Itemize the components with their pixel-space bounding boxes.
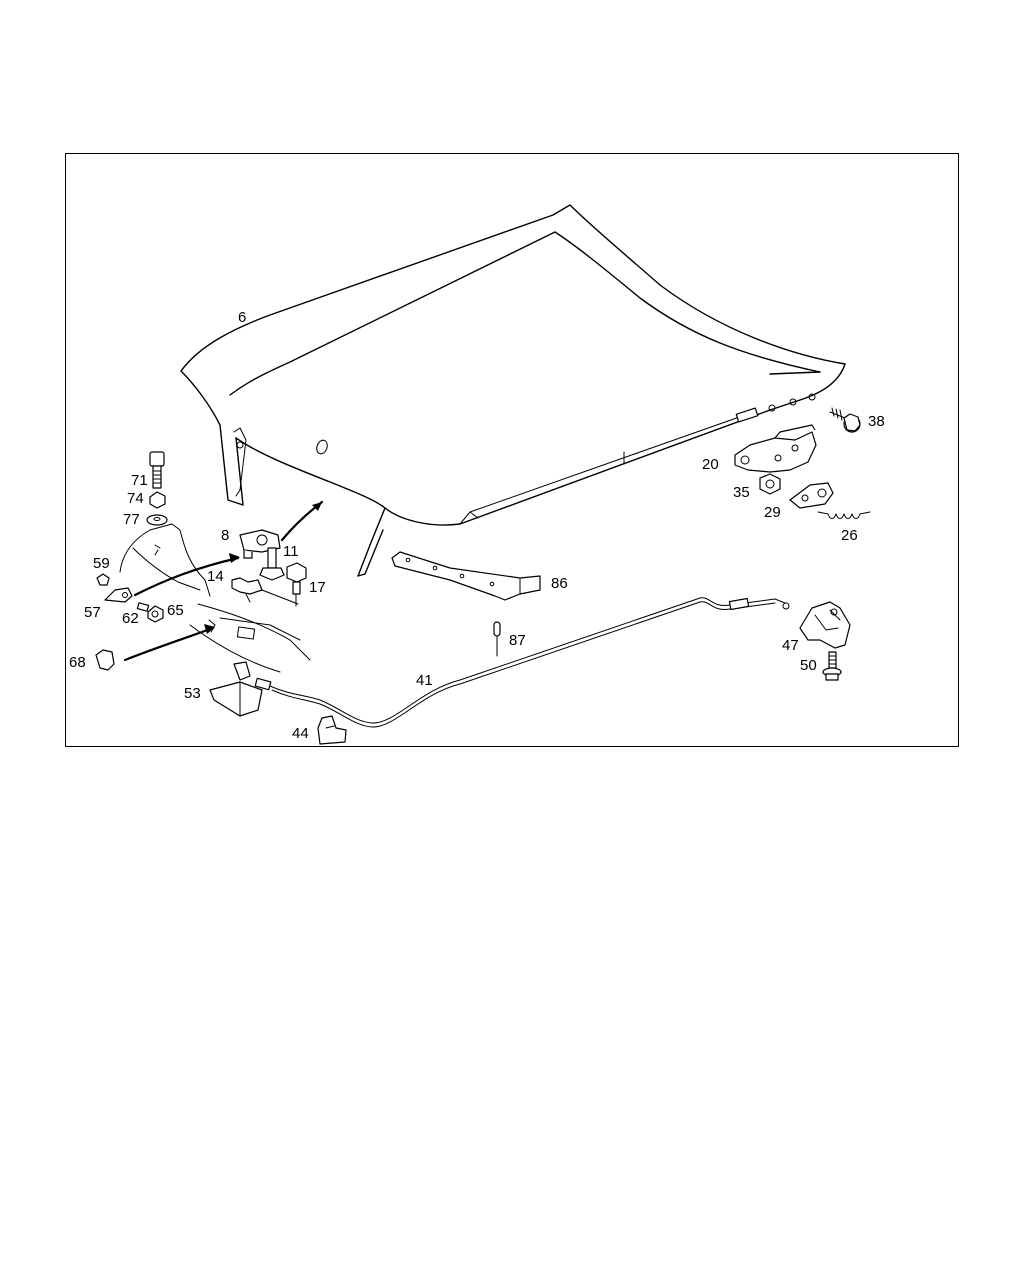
callout-8: 8	[221, 527, 229, 544]
rivet-87	[493, 621, 501, 657]
callout-74: 74	[127, 490, 144, 507]
bolt-71	[149, 451, 165, 489]
callout-47: 47	[782, 637, 799, 654]
callout-62: 62	[122, 610, 139, 627]
bolt-17	[286, 562, 307, 607]
cable-clip-44	[317, 715, 347, 745]
clamp-68	[95, 649, 115, 671]
callout-41: 41	[416, 672, 433, 689]
callout-35: 35	[733, 484, 750, 501]
clip-59	[96, 573, 110, 586]
release-lever-53	[209, 661, 272, 717]
callout-labels: 6 38 20 35 29 26 71 74 77 8 11 14 17 59 …	[69, 309, 885, 742]
callout-26: 26	[841, 527, 858, 544]
clip-14	[231, 577, 299, 605]
callout-38: 38	[868, 413, 885, 430]
callout-71: 71	[131, 472, 148, 489]
callout-17: 17	[309, 579, 326, 596]
bracket-29	[789, 482, 834, 509]
callout-86: 86	[551, 575, 568, 592]
washer-77	[146, 514, 168, 526]
callout-20: 20	[702, 456, 719, 473]
cable-41	[269, 597, 790, 728]
bolt-11	[259, 547, 285, 581]
callout-65: 65	[167, 602, 184, 619]
diagram-frame	[65, 153, 959, 747]
nut-35	[759, 473, 781, 495]
spring-26	[817, 511, 871, 519]
callout-11: 11	[283, 543, 299, 560]
callout-87: 87	[509, 632, 526, 649]
callout-6: 6	[238, 309, 246, 326]
nut-65	[147, 605, 164, 623]
install-arrows	[123, 500, 324, 662]
bracket-86	[391, 551, 541, 601]
hinge-20	[734, 424, 817, 473]
callout-59: 59	[93, 555, 110, 572]
pin-62	[136, 602, 150, 612]
hinge-plate-8	[239, 529, 281, 559]
callout-77: 77	[123, 511, 140, 528]
callout-57: 57	[84, 604, 101, 621]
callout-14: 14	[207, 568, 224, 585]
callout-29: 29	[764, 504, 781, 521]
bolt-38	[829, 407, 861, 433]
bracket-57	[104, 587, 133, 603]
bolt-50	[822, 651, 842, 681]
callout-50: 50	[800, 657, 817, 674]
callout-53: 53	[184, 685, 201, 702]
callout-68: 68	[69, 654, 86, 671]
hood-panel	[180, 204, 846, 577]
nut-74	[149, 491, 166, 509]
callout-44: 44	[292, 725, 309, 742]
latch-47	[799, 601, 851, 649]
